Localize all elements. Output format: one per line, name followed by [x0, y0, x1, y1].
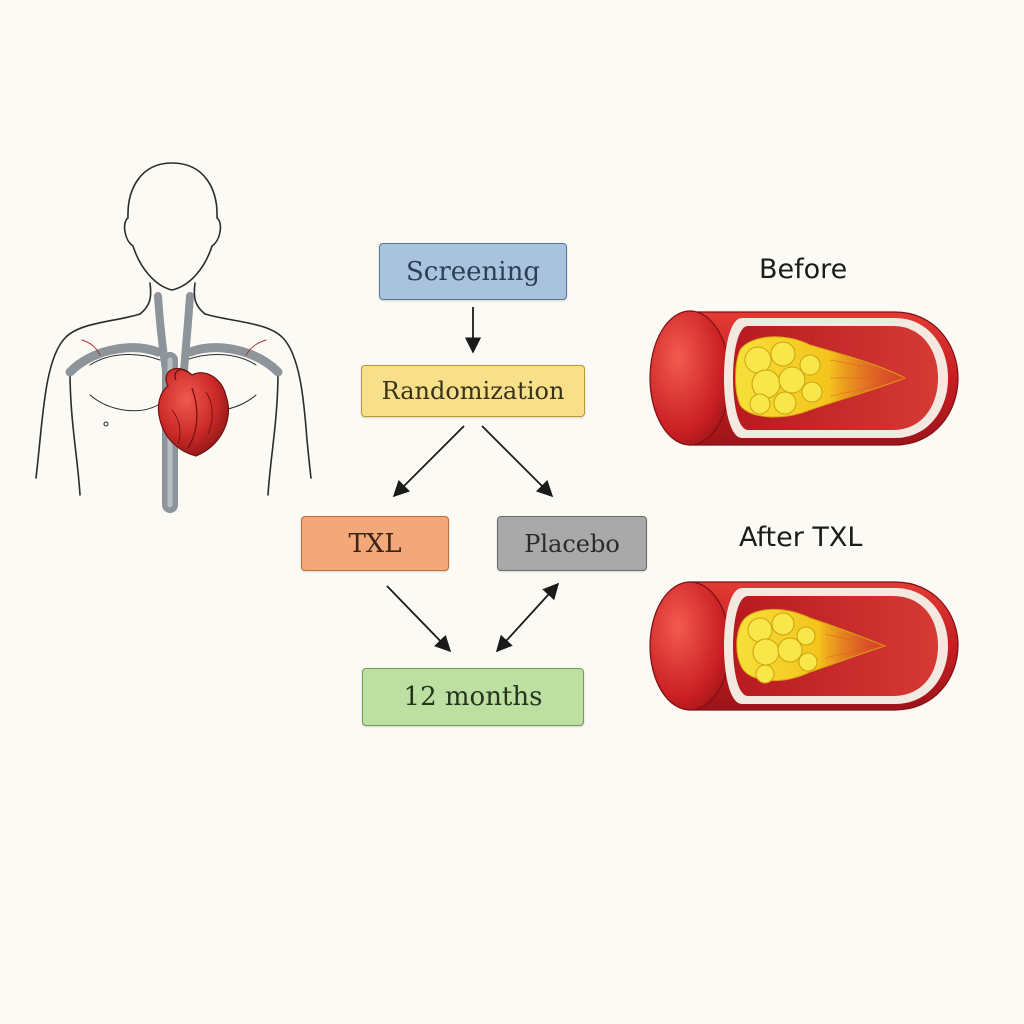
txl-box: TXL: [301, 516, 449, 571]
artery-before-icon: [649, 310, 959, 446]
months-box: 12 months: [362, 668, 584, 726]
screening-box: Screening: [379, 243, 567, 300]
before-label: Before: [759, 254, 848, 285]
arrow-placebo-months: [495, 582, 560, 653]
heart-icon: [157, 367, 230, 457]
arrow-txl-months: [386, 585, 452, 653]
artery-after-icon: [649, 581, 959, 711]
randomization-box: Randomization: [361, 365, 585, 417]
after-txl-label: After TXL: [739, 522, 863, 553]
placebo-box: Placebo: [497, 516, 647, 571]
arrow-random-placebo: [481, 425, 554, 498]
arrow-random-txl: [392, 425, 465, 498]
